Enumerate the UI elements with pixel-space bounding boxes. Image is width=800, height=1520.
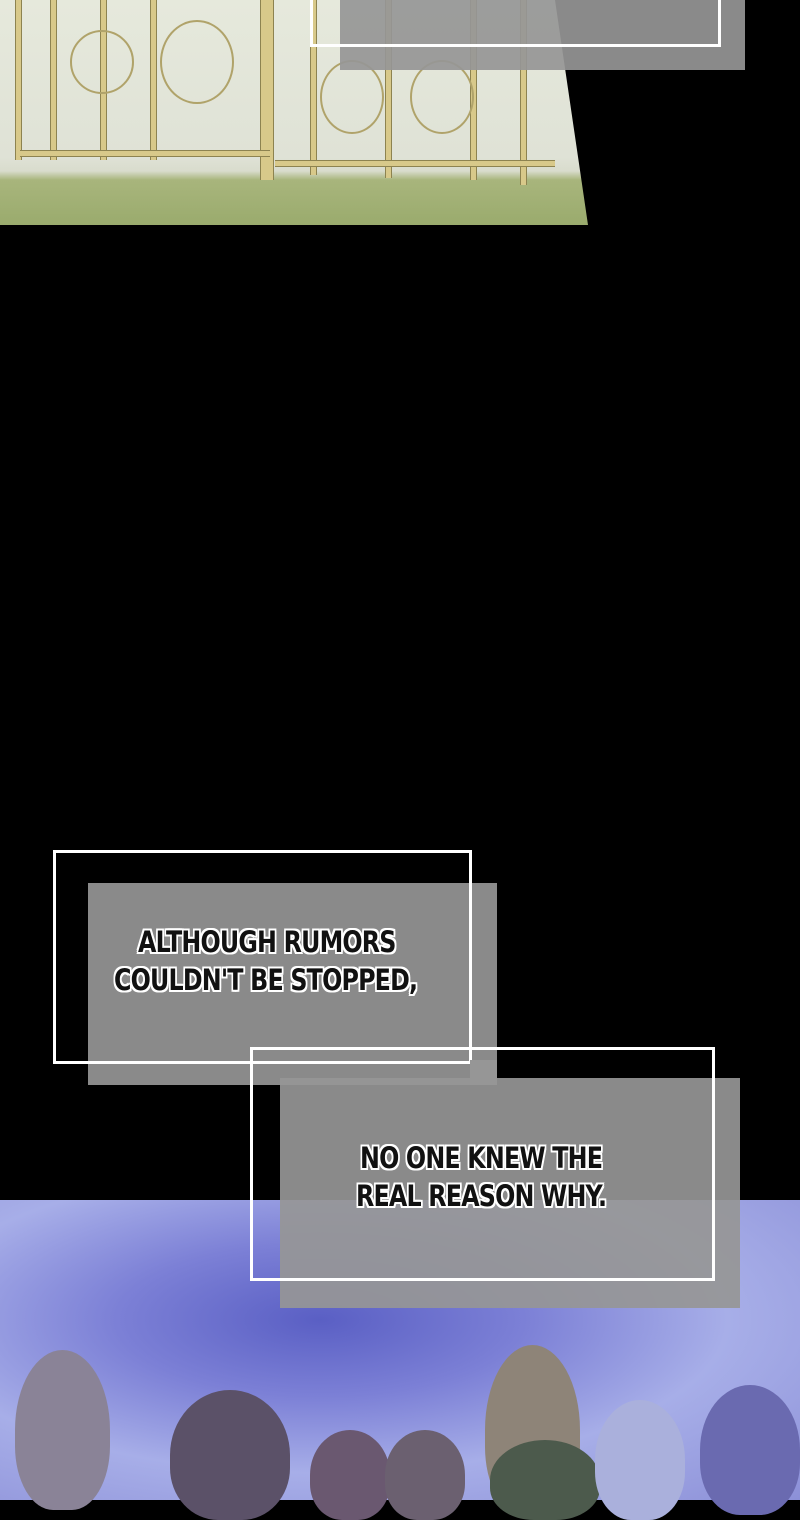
figure xyxy=(15,1350,110,1510)
caption-2-fill xyxy=(280,1078,740,1308)
gate-bar xyxy=(520,0,527,185)
caption-1-line-2: COULDN'T BE STOPPED, xyxy=(114,963,418,997)
gate-bar xyxy=(150,0,157,160)
gate-post xyxy=(15,0,22,160)
caption-1-fill xyxy=(88,883,497,1085)
gate-rail xyxy=(275,160,555,167)
figure xyxy=(310,1430,390,1520)
caption-2-line-2: REAL REASON WHY. xyxy=(356,1179,607,1213)
caption-2-outline xyxy=(250,1047,715,1281)
top-caption-outline xyxy=(310,0,721,47)
figure xyxy=(700,1385,800,1515)
gate-scrollwork xyxy=(160,20,234,104)
caption-2-line-1: NO ONE KNEW THE xyxy=(360,1141,603,1175)
gate-scrollwork xyxy=(320,60,384,134)
figure xyxy=(385,1430,465,1520)
gate-bar xyxy=(385,0,392,178)
gate-center-post xyxy=(260,0,274,180)
top-caption-fill xyxy=(340,0,745,70)
figure-coat xyxy=(490,1440,600,1520)
gate-bar xyxy=(310,0,317,175)
figure xyxy=(170,1390,290,1520)
caption-join xyxy=(470,1060,497,1085)
gate-rail xyxy=(20,150,270,157)
gate-scrollwork xyxy=(70,30,134,94)
figure xyxy=(595,1400,685,1520)
caption-1-line-1: ALTHOUGH RUMORS xyxy=(138,925,396,959)
caption-1-outline xyxy=(53,850,472,1064)
gate-scrollwork xyxy=(410,60,474,134)
gate-bar xyxy=(50,0,57,160)
